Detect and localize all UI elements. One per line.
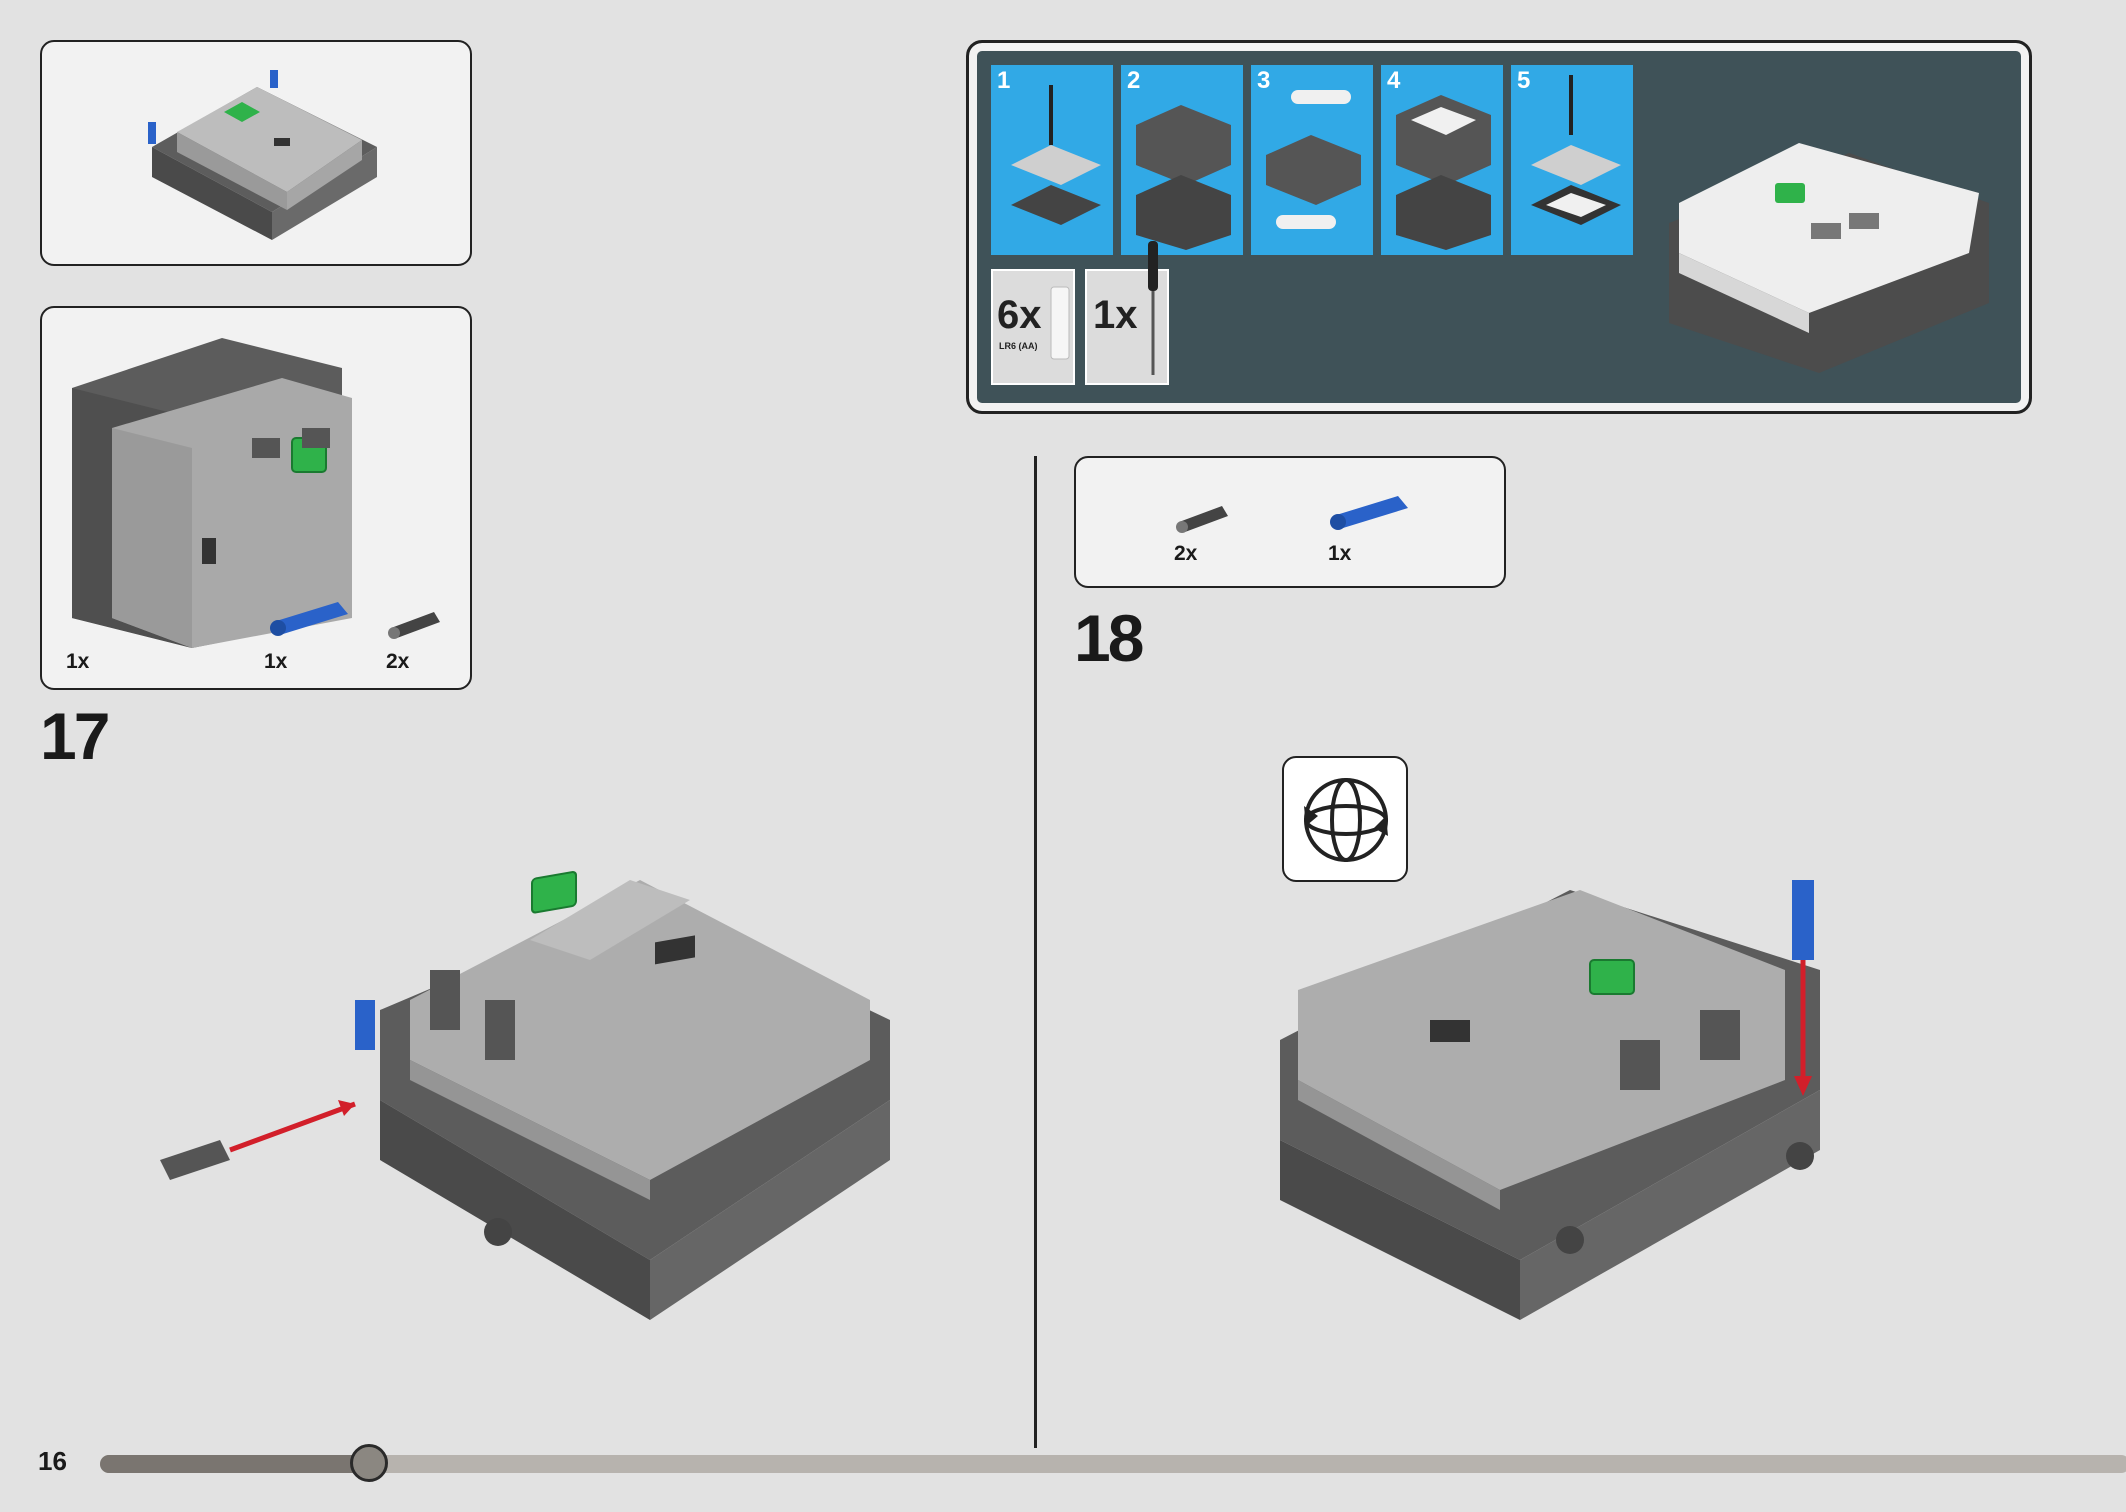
step-number-18: 18 <box>1074 601 1144 675</box>
rotate-model-icon <box>1282 756 1408 882</box>
part-qty-black-pin: 2x <box>386 650 410 673</box>
substep-number: 1 <box>997 67 1011 94</box>
rotate-arrows-icon <box>1304 778 1388 862</box>
battery-hub-illustration <box>1669 143 1989 373</box>
parts-list-step-18: 2x 1x <box>1074 456 1506 588</box>
substep-4-illustration <box>1396 95 1491 250</box>
substep-number: 3 <box>1257 67 1271 94</box>
step-number-17: 17 <box>40 699 110 773</box>
progress-bar-knob <box>350 1444 388 1482</box>
battery-substep-4: 4 <box>1381 65 1503 255</box>
part-qty-hub: 1x <box>66 650 90 673</box>
battery-icon <box>1050 286 1070 360</box>
substep-2-illustration <box>1136 105 1231 250</box>
substep-1-illustration <box>1011 85 1101 225</box>
blue-pin-part-illustration <box>270 602 348 636</box>
battery-substep-5: 5 <box>1511 65 1633 255</box>
screwdriver-qty: 1x <box>1093 293 1138 337</box>
preview-hub-illustration <box>148 70 377 240</box>
parts-list-step-17: 1x 1x 2x <box>40 306 472 690</box>
battery-substep-2: 2 <box>1121 65 1243 255</box>
substep-number: 2 <box>1127 67 1141 94</box>
screwdriver-count-box: 1x <box>1085 241 1169 385</box>
battery-substep-1: 1 <box>991 65 1113 255</box>
hub-part-illustration <box>72 338 352 648</box>
battery-install-callout: 1 2 3 4 5 <box>966 40 2032 414</box>
substep-3-illustration <box>1266 90 1361 229</box>
progress-bar-fill <box>100 1455 368 1473</box>
black-pin-part-illustration <box>388 612 440 639</box>
step-divider <box>1034 456 1037 1448</box>
substep-number: 5 <box>1517 67 1531 94</box>
part-qty-blue-pin: 1x <box>264 650 288 673</box>
step-17-illustration <box>160 870 890 1320</box>
substep-5-illustration <box>1531 75 1621 225</box>
battery-qty: 6x <box>997 293 1042 337</box>
blue-pin-part-illustration <box>1330 496 1408 530</box>
part-qty-blue-pin: 1x <box>1328 542 1352 565</box>
battery-substep-3: 3 <box>1251 65 1373 255</box>
screwdriver-icon <box>1148 241 1158 375</box>
progress-bar-track <box>100 1455 2126 1473</box>
battery-type: LR6 (AA) <box>999 341 1038 351</box>
page-number: 16 <box>38 1446 67 1476</box>
step-18-illustration <box>1280 880 1820 1320</box>
substep-number: 4 <box>1387 67 1401 94</box>
part-qty-black-pin: 2x <box>1174 542 1198 565</box>
preview-panel <box>40 40 472 266</box>
black-pin-part-illustration <box>1176 506 1228 533</box>
battery-count-box: 6x LR6 (AA) <box>991 269 1075 385</box>
